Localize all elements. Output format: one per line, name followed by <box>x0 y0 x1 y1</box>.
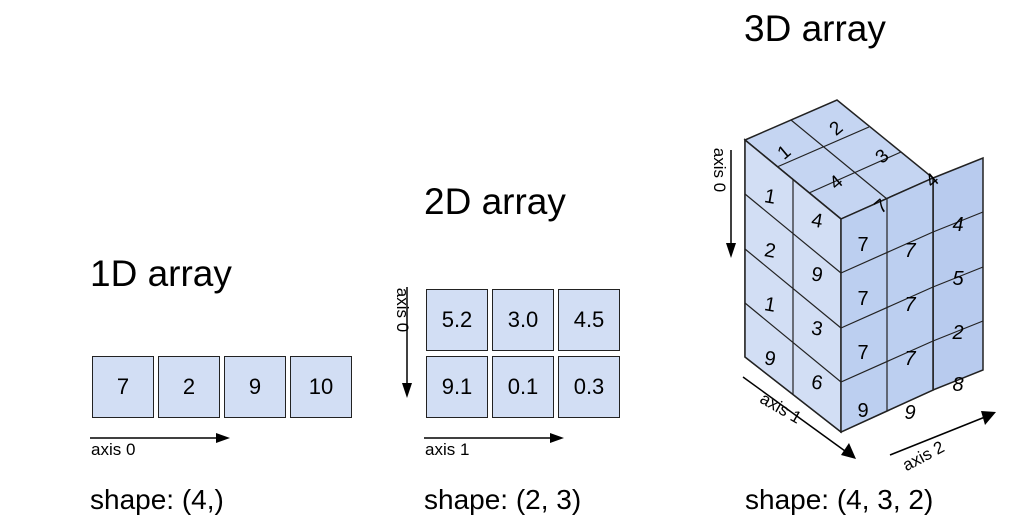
array1d-shape-label: shape: (4,) <box>90 484 224 515</box>
cube-side-label: 7 <box>904 348 916 370</box>
cube-front-label: 3 <box>810 317 825 341</box>
array2d-cell: 4.5 <box>558 289 620 351</box>
array3d-axis1-arrow <box>742 376 846 452</box>
array3d-cube: 1 2 4 3 7 4 1 4 2 9 1 3 9 6 7 7 7 0 9 7 … <box>710 99 996 475</box>
array1d-axis0-label: axis 0 <box>91 440 136 459</box>
array1d-axis0-arrow <box>90 433 230 443</box>
array2d-cell: 9.1 <box>426 356 488 418</box>
cube-front-label: 4 <box>810 209 825 233</box>
cube-front-label: 7 <box>857 288 868 310</box>
array2d-shape-label: shape: (2, 3) <box>424 484 582 515</box>
cube-side-label: 4 <box>952 214 963 236</box>
array2d-cell: 3.0 <box>492 289 554 351</box>
array1d-title: 1D array <box>90 253 232 294</box>
cube-front-label: 1 <box>763 185 778 209</box>
cube-side-label: 7 <box>904 240 916 262</box>
cube-front-label: 9 <box>763 347 778 371</box>
array3d-axis2-label: axis 2 <box>899 437 947 475</box>
array3d-title: 3D array <box>744 8 886 49</box>
cube-side-label: 7 <box>904 294 916 316</box>
array1d-cell: 7 <box>92 356 154 418</box>
cube-front-label: 6 <box>810 371 825 395</box>
array1d-cell: 9 <box>224 356 286 418</box>
array2d-axis1-arrow <box>424 433 564 443</box>
cube-front-label: 2 <box>763 239 778 263</box>
cube-front-label: 7 <box>857 234 868 256</box>
array3d-axis2-arrow <box>889 416 986 456</box>
array2d-cell: 0.1 <box>492 356 554 418</box>
cube-side-label: 9 <box>904 402 915 424</box>
cube-side-label: 8 <box>952 374 963 396</box>
array2d-axis1-label: axis 1 <box>425 440 470 459</box>
cube-front-label: 9 <box>810 263 825 287</box>
array2d-axis0-label: axis 0 <box>393 287 413 333</box>
cube-front-label: 9 <box>857 400 868 422</box>
cube-side-label: 5 <box>952 268 964 290</box>
cube-front-label: 7 <box>857 342 868 364</box>
array2d-cell: 5.2 <box>426 289 488 351</box>
cube-side-label: 2 <box>951 322 963 344</box>
array3d-shape-label: shape: (4, 3, 2) <box>745 484 934 515</box>
array2d-axis0-arrow <box>402 287 412 398</box>
array1d-cell: 10 <box>290 356 352 418</box>
array3d-axis0-label: axis 0 <box>710 148 729 192</box>
cube-front-label: 1 <box>763 293 778 317</box>
array2d-title: 2D array <box>424 181 566 222</box>
array2d-cell: 0.3 <box>558 356 620 418</box>
array1d-cell: 2 <box>158 356 220 418</box>
